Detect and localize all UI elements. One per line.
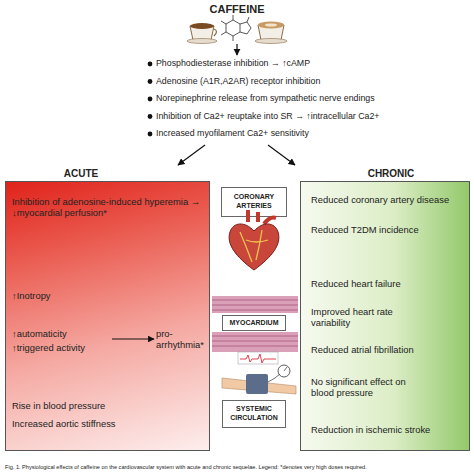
effect-text: Reduced T2DM incidence [311,224,466,235]
mechanism-text: Increased myofilament Ca2+ sensitivity [156,128,309,138]
effect-text: ↑Inotropy [12,290,202,301]
muscle-strip [212,296,298,313]
cup-body [190,26,214,40]
bullet-dots [148,62,153,137]
ecg-trace [240,354,276,363]
bullet [148,79,153,84]
flow-arrow [268,145,295,165]
foam [265,23,277,26]
figure-caption: Fig. 1. Physiological effects of caffein… [5,464,367,470]
effect-text: Reduced coronary artery disease [311,194,466,205]
bullet [148,62,153,67]
effect-text: Reduction in ischemic stroke [311,424,466,435]
mechanism-text: Inhibition of Ca2+ reuptake into SR → ↑i… [156,111,379,121]
effect-text: Inhibition of adenosine-induced hyperemi… [12,196,208,219]
effect-text: No significant effect on blood pressure [311,376,416,399]
caffeine-molecule [221,15,251,41]
coronary-vessels [240,230,268,262]
gauge [278,365,290,377]
effect-text: Reduced atrial fibrillation [311,344,466,355]
organ-label: CORONARY ARTERIES [222,193,286,210]
organ-label: SYSTEMIC CIRCULATION [223,405,285,422]
bullet [148,132,153,137]
myocardium-illustration [212,296,298,364]
organ-label-box: SYSTEMIC CIRCULATION [222,400,286,428]
bullet [148,97,153,102]
coffee [190,23,214,29]
effect-text: Reduced heart failure [311,278,466,289]
ecg-panel [238,352,278,364]
organ-label-box: CORONARY ARTERIES [221,187,287,217]
muscle-strip [212,332,298,352]
bullet [148,114,153,119]
effect-text: Increased aortic stiffness [12,418,202,429]
effect-text: pro-arrhythmia* [156,328,208,351]
section-heading: CHRONIC [351,168,431,180]
blood-pressure-illustration [222,365,296,394]
coffee [258,22,284,29]
flow-arrow [178,145,205,165]
cup-handle [214,29,217,36]
section-heading: ACUTE [46,168,116,180]
molecule-bonds [221,15,249,41]
organ-label-box: MYOCARDIUM [222,315,286,331]
effect-text: Rise in blood pressure [12,400,202,411]
muscle-fibres [212,300,298,346]
mechanism-text: Phosphodiesterase inhibition → ↑cAMP [156,58,310,68]
effect-text: Improved heart rate variability [311,306,393,329]
chronic-box: CHRONICReduced coronary artery diseaseRe… [300,181,470,451]
arm [222,378,296,394]
mechanism-text: Adenosine (A1R,A2AR) receptor inhibition [156,76,320,86]
organ-label: MYOCARDIUM [230,319,279,328]
coffee-cup [187,23,217,44]
molecule-ring [240,22,251,34]
heart-illustration [229,210,279,270]
effect-text: ↑triggered activity [12,342,122,353]
saucer [187,39,217,44]
flow-arrow [236,44,237,55]
saucer [255,39,287,44]
diagram-title: CAFFEINE [0,3,474,15]
mechanism-text: Norepinephrine release from sympathetic … [156,93,375,103]
cuff [246,374,268,394]
gauge-tube [268,367,287,382]
acute-box: ACUTEInhibition of adenosine-induced hyp… [5,181,210,451]
effect-text: ↑automaticity [12,328,122,339]
heart [229,224,279,270]
cup-body [258,25,284,40]
coffee-cup [255,22,287,44]
molecule-ring [226,20,240,36]
